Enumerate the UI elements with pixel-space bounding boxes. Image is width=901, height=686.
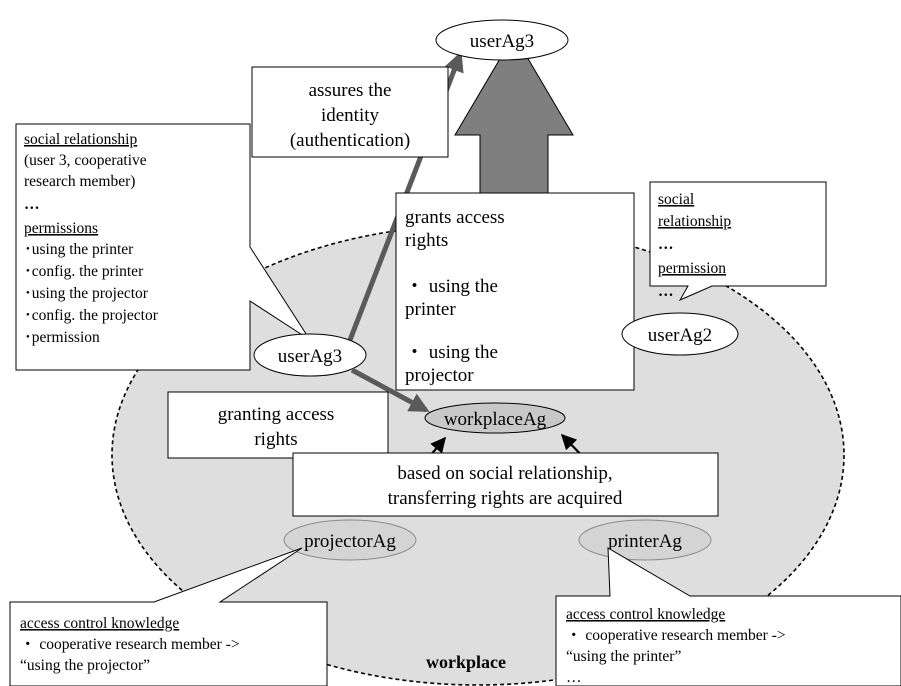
projector-heading: access control knowledge — [20, 615, 179, 632]
grants-item2-b: projector — [405, 365, 474, 386]
based-on-box: based on social relationship, transferri… — [292, 452, 719, 517]
user3-social-heading: social relationship — [24, 131, 137, 148]
printer-heading: access control knowledge — [566, 606, 725, 623]
granting-access-box: granting access rights — [167, 391, 389, 459]
projector-line-1: ・ cooperative research member -> — [20, 636, 240, 653]
workplaceAg-node[interactable]: workplaceAg — [424, 402, 566, 434]
userAg3-label: userAg3 — [278, 346, 342, 367]
projector-callout: access control knowledge ・ cooperative r… — [9, 547, 328, 686]
user3-perm-4: ･config. the projector — [24, 307, 159, 324]
assures-identity-box: assures the identity (authentication) — [251, 66, 449, 158]
grants-item1-a: ・ using the — [405, 276, 498, 297]
granting-line-1: granting access — [218, 404, 335, 425]
user3-line-2: research member) — [24, 173, 135, 190]
user3-ellipsis: … — [24, 196, 40, 213]
based-line-2: transferring rights are acquired — [388, 488, 623, 509]
user2-permission-heading: permission — [658, 260, 726, 277]
projectorAg-node[interactable]: projectorAg — [283, 519, 417, 561]
assures-line-3: (authentication) — [290, 130, 410, 151]
printerAg-node[interactable]: printerAg — [578, 519, 712, 561]
userAg3-top-node[interactable]: userAg3 — [435, 19, 569, 61]
grants-line-2: rights — [405, 230, 448, 251]
userAg2-node[interactable]: userAg2 — [621, 312, 739, 356]
user3-perm-1: ･using the printer — [24, 241, 134, 258]
userAg2-label: userAg2 — [648, 325, 712, 346]
printer-ellipsis: … — [566, 669, 582, 686]
printer-callout: access control knowledge ・ cooperative r… — [555, 547, 901, 686]
user3-perm-3: ･using the projector — [24, 285, 149, 302]
user3-perm-5: ･permission — [24, 329, 100, 346]
user3-perm-2: ･config. the printer — [24, 263, 144, 280]
grants-access-box: grants access rights ・ using the printer… — [395, 192, 635, 391]
user2-social-heading-b: relationship — [658, 213, 731, 230]
grant-arrow — [350, 367, 430, 413]
grants-item1-b: printer — [405, 299, 456, 320]
grants-line-1: grants access — [405, 207, 505, 228]
assures-line-1: assures the — [309, 80, 392, 101]
user3-permissions-heading: permissions — [24, 220, 98, 237]
userAg3-node[interactable]: userAg3 — [253, 333, 367, 377]
printer-line-2: “using the printer” — [566, 648, 681, 665]
projector-ellipsis: … — [20, 678, 36, 686]
assures-line-2: identity — [321, 105, 380, 126]
projector-line-2: “using the projector” — [20, 657, 150, 674]
workplaceAg-label: workplaceAg — [444, 409, 547, 430]
user3-callout: social relationship (user 3, cooperative… — [15, 123, 311, 371]
userAg3-top-label: userAg3 — [470, 31, 534, 52]
based-line-1: based on social relationship, — [397, 463, 612, 484]
workplace-label: workplace — [426, 652, 506, 672]
printerAg-label: printerAg — [608, 531, 682, 552]
user2-callout: social relationship … permission … — [649, 181, 827, 302]
printer-line-1: ・ cooperative research member -> — [566, 627, 786, 644]
big-up-arrow — [454, 34, 574, 199]
user2-ellipsis-2: … — [658, 283, 674, 300]
projectorAg-label: projectorAg — [304, 531, 396, 552]
granting-line-2: rights — [254, 429, 297, 450]
user3-line-1: (user 3, cooperative — [24, 152, 147, 169]
user2-ellipsis-1: … — [658, 236, 674, 253]
grants-item2-a: ・ using the — [405, 342, 498, 363]
user2-social-heading-a: social — [658, 191, 694, 208]
